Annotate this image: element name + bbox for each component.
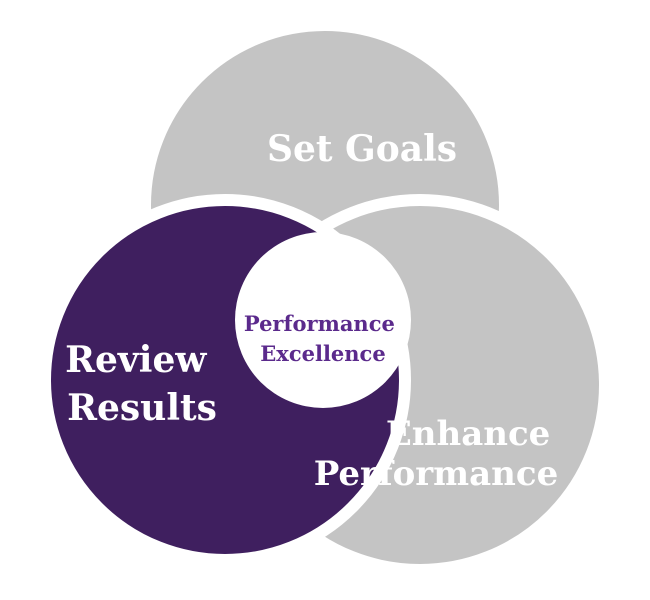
enhance-performance-label-line2: Performance <box>314 454 558 494</box>
review-results-label-line1: Review <box>65 339 207 381</box>
set-goals-label: Set Goals <box>267 128 457 170</box>
review-results-label: Review Results <box>65 339 219 429</box>
center-hub <box>235 232 411 408</box>
center-label-line2: Excellence <box>260 341 385 366</box>
center-label: Performance Excellence <box>244 311 402 366</box>
enhance-performance-label-line1: Enhance <box>386 414 550 454</box>
set-goals-label-line1: Set Goals <box>267 128 457 170</box>
enhance-performance-label: Enhance Performance <box>314 414 562 494</box>
center-label-line1: Performance <box>244 311 395 336</box>
review-results-label-line2: Results <box>67 387 217 429</box>
